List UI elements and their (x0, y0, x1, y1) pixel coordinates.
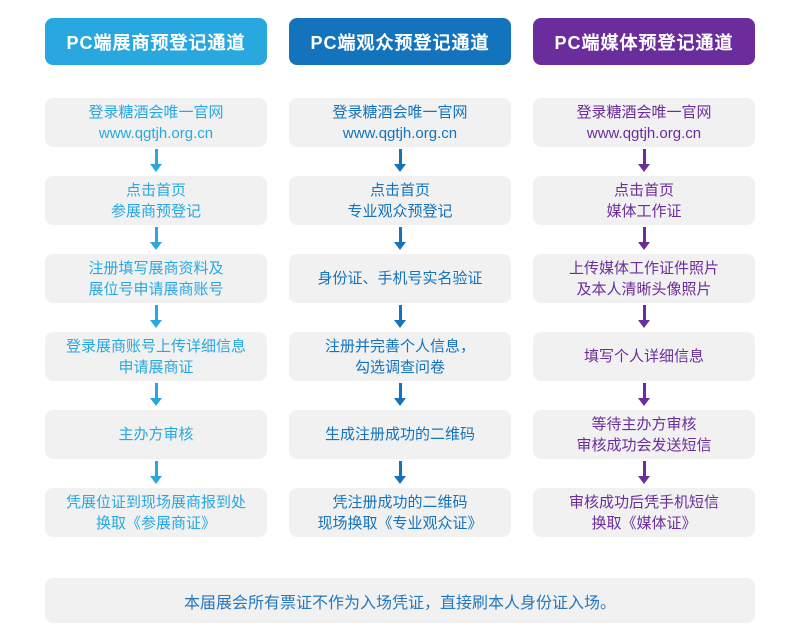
step-box: 登录糖酒会唯一官网 www.qgtjh.org.cn (289, 98, 511, 147)
down-arrow-icon (45, 381, 267, 410)
channel-column-exhibitor: PC端展商预登记通道 登录糖酒会唯一官网 www.qgtjh.org.cn 点击… (45, 18, 267, 537)
step-box: 等待主办方审核 审核成功会发送短信 (533, 410, 755, 459)
down-arrow-icon (289, 147, 511, 176)
step-box: 凭注册成功的二维码 现场换取《专业观众证》 (289, 488, 511, 537)
channel-column-visitor: PC端观众预登记通道 登录糖酒会唯一官网 www.qgtjh.org.cn 点击… (289, 18, 511, 537)
registration-flowchart: PC端展商预登记通道 登录糖酒会唯一官网 www.qgtjh.org.cn 点击… (45, 18, 755, 537)
step-box: 生成注册成功的二维码 (289, 410, 511, 459)
step-box: 身份证、手机号实名验证 (289, 254, 511, 303)
step-box: 点击首页 媒体工作证 (533, 176, 755, 225)
step-box: 审核成功后凭手机短信 换取《媒体证》 (533, 488, 755, 537)
down-arrow-icon (45, 147, 267, 176)
down-arrow-icon (533, 459, 755, 488)
down-arrow-icon (533, 225, 755, 254)
down-arrow-icon (289, 459, 511, 488)
down-arrow-icon (45, 303, 267, 332)
down-arrow-icon (45, 459, 267, 488)
down-arrow-icon (45, 225, 267, 254)
down-arrow-icon (533, 303, 755, 332)
channel-header-visitor: PC端观众预登记通道 (289, 18, 511, 65)
step-box: 点击首页 参展商预登记 (45, 176, 267, 225)
notice-text: 本届展会所有票证不作为入场凭证，直接刷本人身份证入场。 (183, 594, 616, 612)
step-box: 登录展商账号上传详细信息 申请展商证 (45, 332, 267, 381)
down-arrow-icon (289, 303, 511, 332)
step-box: 注册填写展商资料及 展位号申请展商账号 (45, 254, 267, 303)
down-arrow-icon (289, 381, 511, 410)
step-box: 登录糖酒会唯一官网 www.qgtjh.org.cn (533, 98, 755, 147)
down-arrow-icon (533, 147, 755, 176)
step-box: 点击首页 专业观众预登记 (289, 176, 511, 225)
channel-column-media: PC端媒体预登记通道 登录糖酒会唯一官网 www.qgtjh.org.cn 点击… (533, 18, 755, 537)
step-box: 登录糖酒会唯一官网 www.qgtjh.org.cn (45, 98, 267, 147)
step-box: 注册并完善个人信息， 勾选调查问卷 (289, 332, 511, 381)
down-arrow-icon (289, 225, 511, 254)
notice-box: 本届展会所有票证不作为入场凭证，直接刷本人身份证入场。 (45, 578, 755, 623)
step-box: 主办方审核 (45, 410, 267, 459)
step-box: 凭展位证到现场展商报到处 换取《参展商证》 (45, 488, 267, 537)
channel-header-media: PC端媒体预登记通道 (533, 18, 755, 65)
step-box: 填写个人详细信息 (533, 332, 755, 381)
channel-header-exhibitor: PC端展商预登记通道 (45, 18, 267, 65)
step-box: 上传媒体工作证件照片 及本人清晰头像照片 (533, 254, 755, 303)
down-arrow-icon (533, 381, 755, 410)
